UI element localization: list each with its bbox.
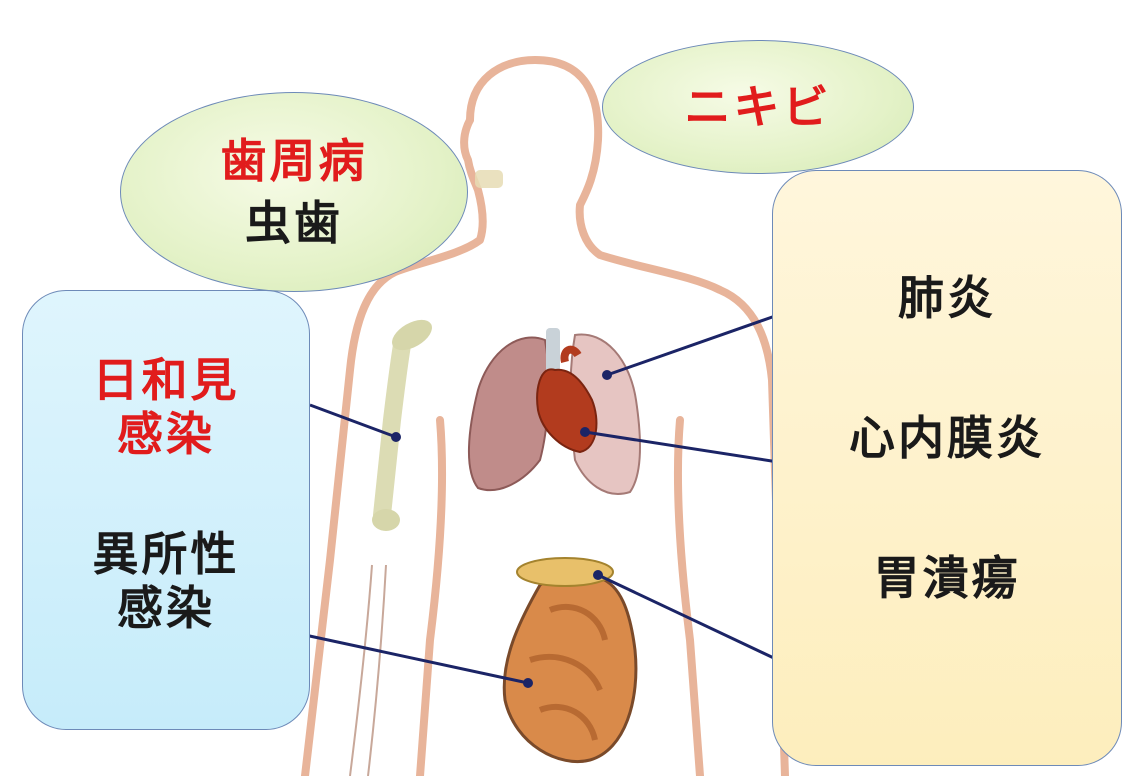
leader-line-abdomen xyxy=(304,633,529,685)
abdomen-organs xyxy=(502,557,638,763)
dental-bubble: 歯周病 虫歯 xyxy=(120,92,468,292)
right-disease-panel: 肺炎 心内膜炎 胃潰瘍 xyxy=(772,170,1122,766)
acne-label: ニキビ xyxy=(684,80,832,134)
gastric-ulcer-label: 胃潰瘍 xyxy=(873,551,1021,605)
pneumonia-label: 肺炎 xyxy=(898,271,996,325)
ectopic-label-line1: 異所性 xyxy=(92,527,240,581)
leader-line-gastric xyxy=(597,573,779,662)
leader-line-pneumonia xyxy=(606,313,779,377)
opportunistic-label-line2: 感染 xyxy=(117,407,215,461)
endocarditis-label: 心内膜炎 xyxy=(849,411,1045,465)
lungs xyxy=(467,328,641,495)
ectopic-label-line2: 感染 xyxy=(117,581,215,635)
leader-dots xyxy=(391,370,612,688)
pancreas xyxy=(516,557,614,587)
leader-lines xyxy=(304,313,779,685)
forearm-outline xyxy=(349,564,387,776)
throat xyxy=(475,170,503,188)
acne-bubble: ニキビ xyxy=(602,40,914,174)
caries-label: 虫歯 xyxy=(245,196,343,250)
opportunistic-label-line1: 日和見 xyxy=(92,353,240,407)
left-infection-panel: 日和見 感染 異所性 感染 xyxy=(22,290,310,730)
arm-bone xyxy=(372,319,432,531)
periodontal-label: 歯周病 xyxy=(220,134,368,188)
leader-line-endocarditis xyxy=(584,430,779,464)
leader-line-bone xyxy=(309,403,397,439)
